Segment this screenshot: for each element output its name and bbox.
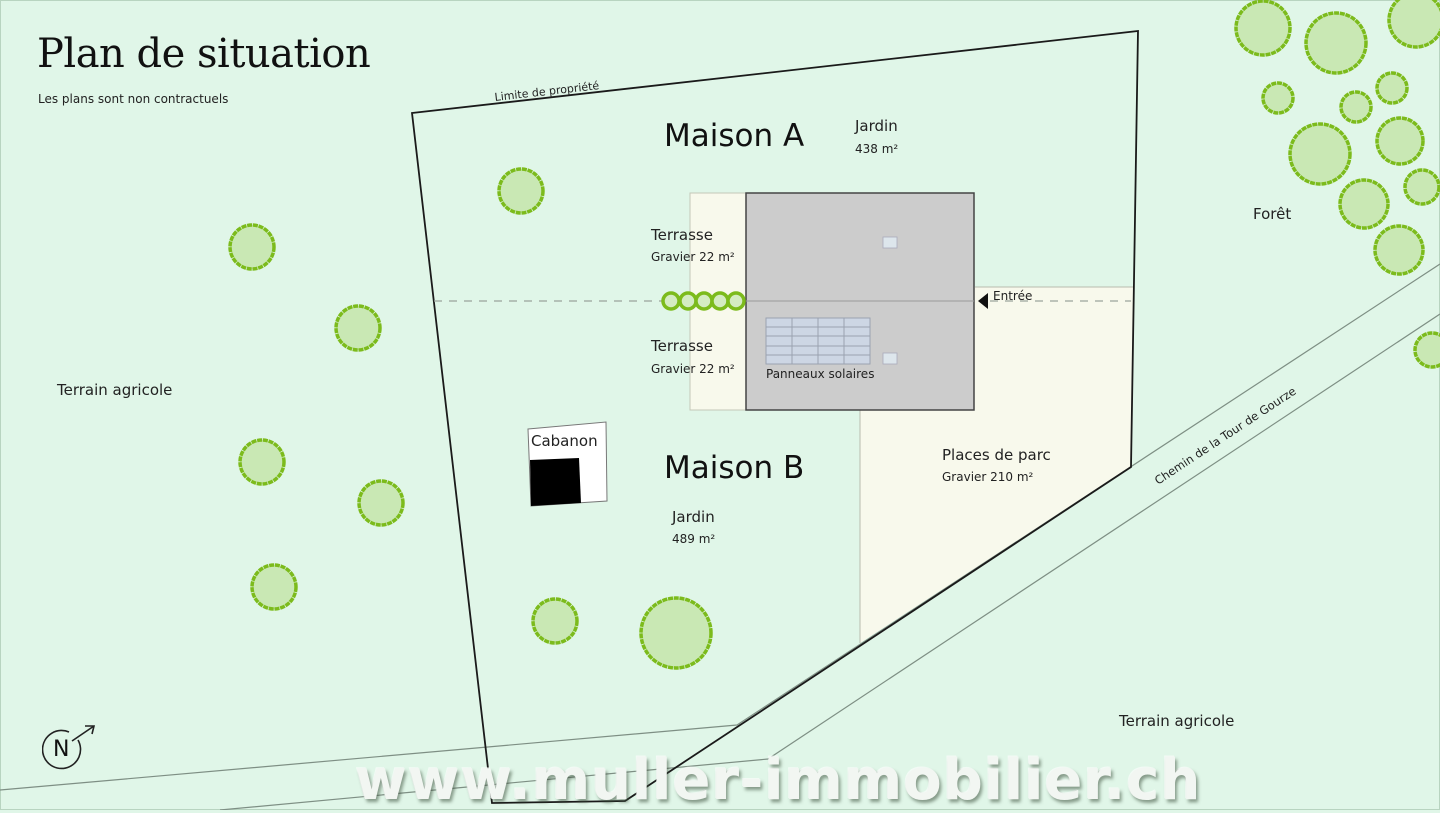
page-title: Plan de situation (37, 31, 371, 77)
tree-icon (1373, 224, 1425, 276)
tree-icon (1304, 11, 1368, 75)
shed-building (530, 458, 581, 506)
watermark-url: www.muller-immobilier.ch (355, 748, 1202, 813)
tree-icon (1234, 0, 1292, 57)
terrace-top-area: Gravier 22 m² (651, 250, 735, 264)
farmland-right-label: Terrain agricole (1119, 712, 1235, 730)
trees (228, 0, 1440, 670)
solar-panels-label: Panneaux solaires (766, 367, 875, 381)
parking-area-label: Gravier 210 m² (942, 470, 1034, 484)
entrance-label: Entrée (993, 289, 1033, 303)
tree-icon (639, 596, 713, 670)
skylight-icon (882, 236, 898, 249)
road-edge-lower (219, 313, 1440, 810)
north-letter: N (53, 737, 70, 762)
tree-icon (357, 479, 405, 527)
tree-icon (1403, 168, 1440, 206)
maison-a-label: Maison A (664, 118, 805, 154)
tree-icon (1261, 81, 1295, 115)
hedge (661, 291, 746, 311)
farmland-left-label: Terrain agricole (57, 381, 173, 399)
jardin-b-area: 489 m² (672, 532, 716, 546)
north-compass: N (41, 724, 98, 774)
terrace-bottom-label: Terrasse (651, 337, 713, 355)
terrace-top-label: Terrasse (651, 226, 713, 244)
property-boundary (411, 29, 1139, 804)
tree-icon (334, 304, 382, 352)
tree-icon (1375, 71, 1409, 105)
road-edge-upper (0, 263, 1440, 791)
skylight-icon (882, 352, 898, 365)
terrace-bottom-area: Gravier 22 m² (651, 362, 735, 376)
shed-label: Cabanon (531, 432, 598, 450)
maison-b-label: Maison B (664, 450, 805, 486)
parking-label: Places de parc (942, 446, 1051, 464)
tree-icon (531, 597, 579, 645)
tree-icon (1288, 122, 1352, 186)
tree-icon (1375, 116, 1425, 166)
tree-icon (250, 563, 298, 611)
tree-icon (497, 167, 545, 215)
tree-icon (1387, 0, 1440, 49)
jardin-b-label: Jardin (672, 508, 715, 526)
jardin-a-label: Jardin (855, 117, 898, 135)
tree-icon (1413, 331, 1440, 369)
solar-panels (765, 317, 871, 365)
disclaimer: Les plans sont non contractuels (38, 92, 229, 106)
jardin-a-area: 438 m² (855, 142, 899, 156)
tree-icon (238, 438, 286, 486)
tree-icon (228, 223, 276, 271)
north-arrow-icon (41, 725, 96, 770)
entrance-arrow-icon (978, 293, 988, 309)
tree-icon (1339, 90, 1373, 124)
tree-icon (1338, 178, 1390, 230)
forest-label: Forêt (1253, 205, 1292, 223)
